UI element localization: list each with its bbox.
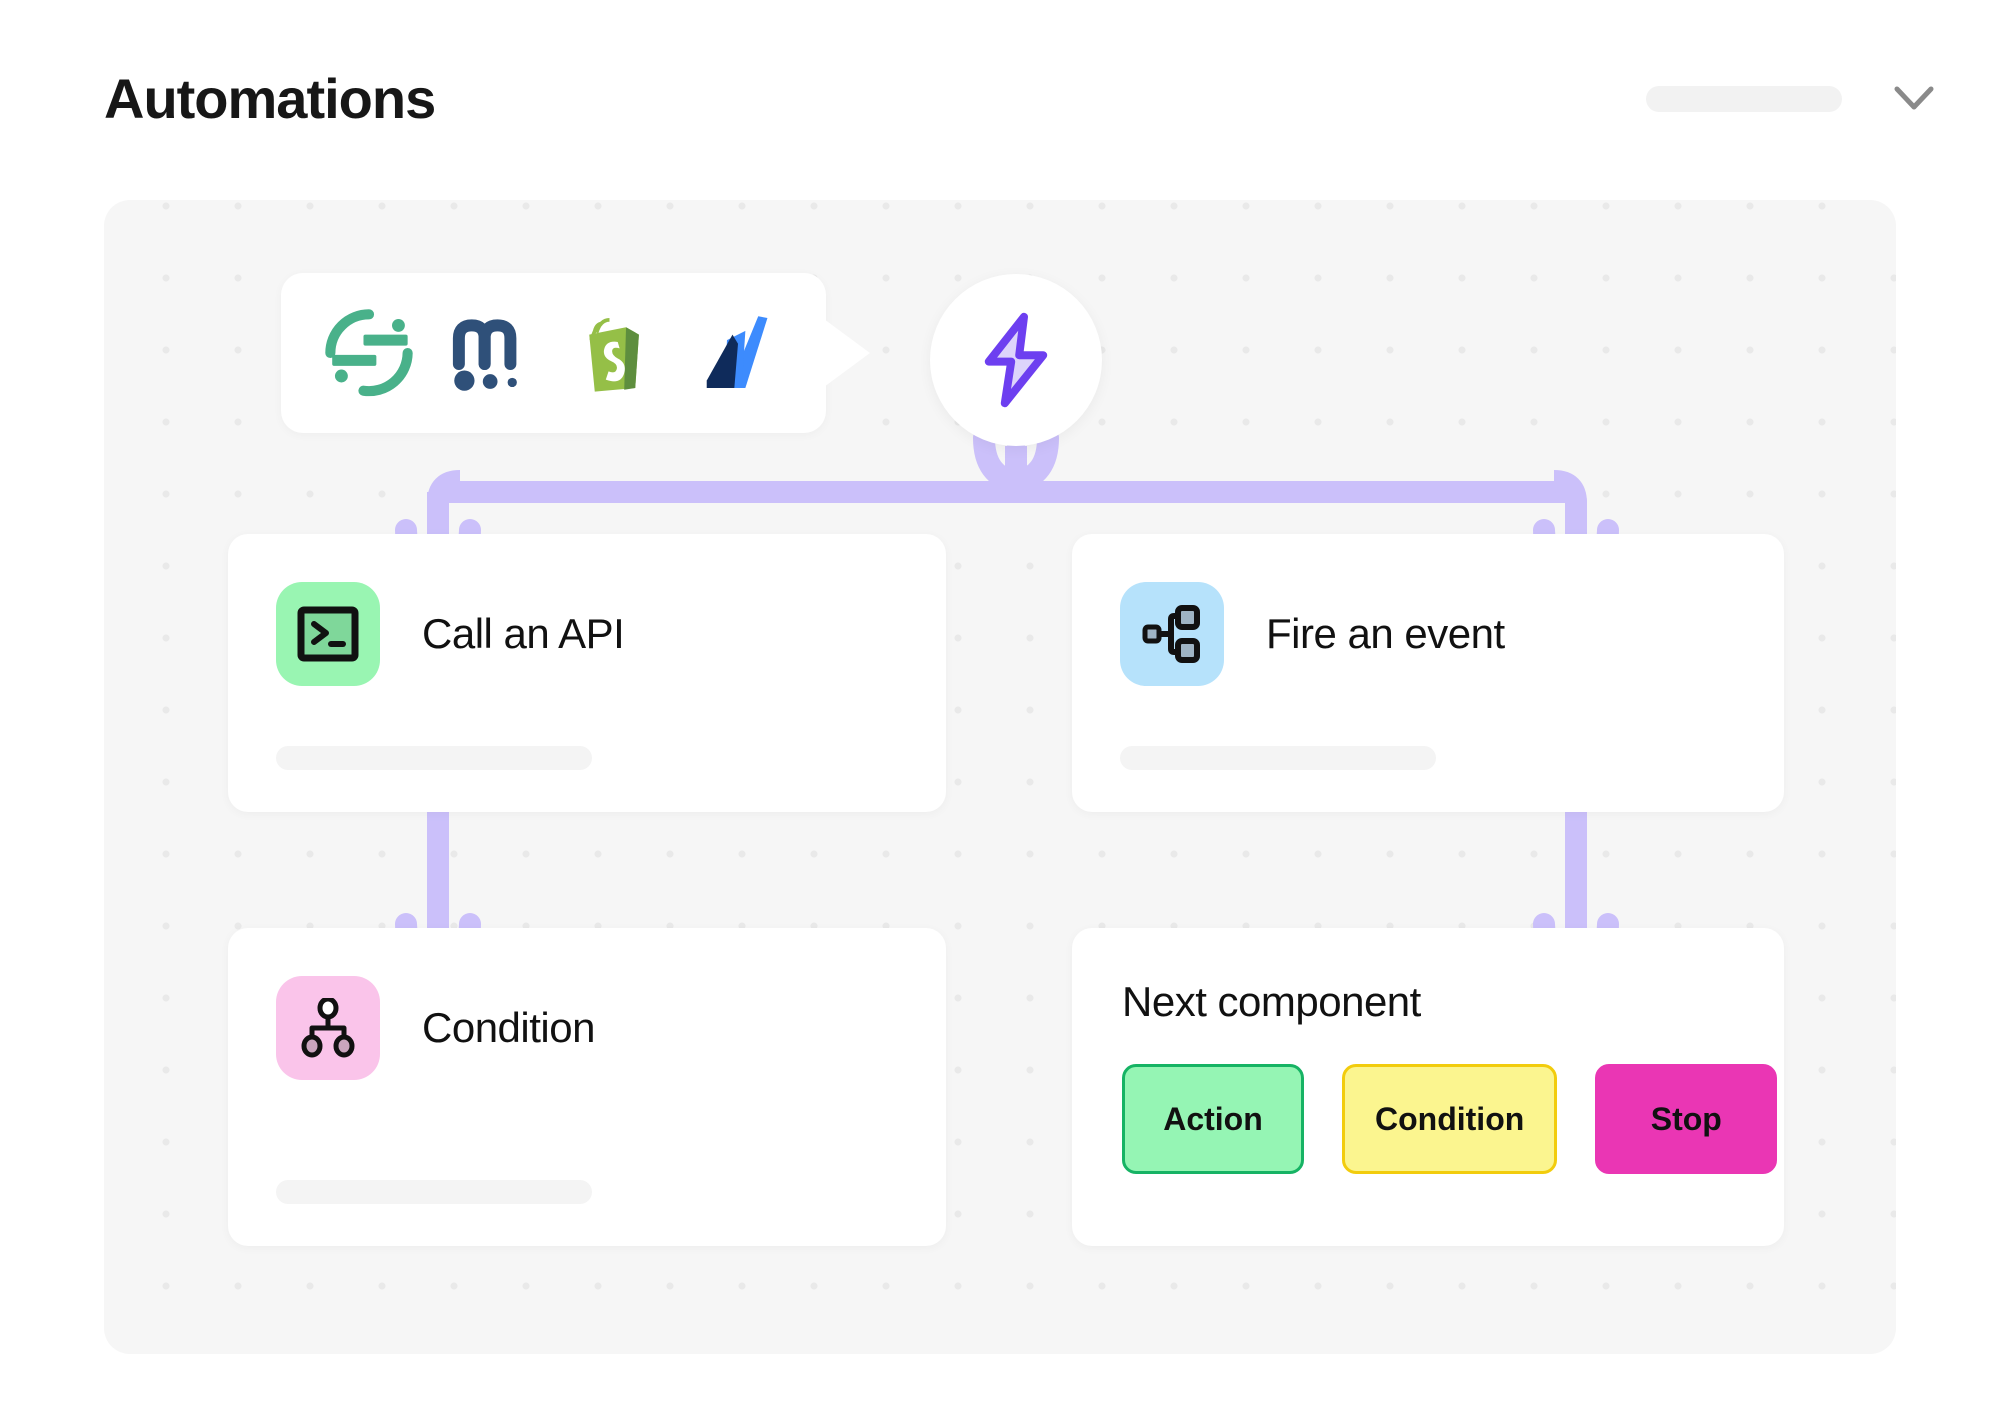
card-fire-an-event[interactable]: Fire an event (1072, 534, 1784, 812)
collapse-toggle[interactable] (1892, 77, 1936, 121)
lightning-bolt-icon (984, 312, 1048, 408)
header-placeholder-pill (1646, 86, 1842, 112)
next-component-options: Action Condition Stop (1072, 1026, 1784, 1174)
mailchimp-logo (452, 319, 517, 391)
card-icon-tile (276, 582, 380, 686)
shopify-logo (589, 318, 640, 392)
sitemap-icon (1142, 605, 1200, 663)
card-condition[interactable]: Condition (228, 928, 946, 1246)
card-label: Call an API (422, 610, 625, 657)
option-stop[interactable]: Stop (1595, 1064, 1778, 1174)
header-actions (1646, 77, 1936, 121)
brevo-logo (324, 309, 413, 397)
card-header: Condition (228, 928, 946, 1080)
flow-canvas[interactable]: Call an API Fire an event (104, 200, 1896, 1354)
trigger-node[interactable] (930, 274, 1102, 446)
card-header: Call an API (228, 534, 946, 686)
card-placeholder-bar (276, 746, 592, 770)
card-placeholder-bar (1120, 746, 1436, 770)
page-title: Automations (104, 67, 436, 130)
integrations-strip[interactable] (281, 273, 826, 433)
arrow-one-logo (707, 316, 768, 388)
card-label: Fire an event (1266, 610, 1505, 657)
chevron-down-icon (1894, 86, 1934, 110)
card-icon-tile (1120, 582, 1224, 686)
card-placeholder-bar (276, 1180, 592, 1204)
card-icon-tile (276, 976, 380, 1080)
option-condition[interactable]: Condition (1342, 1064, 1558, 1174)
terminal-icon (297, 606, 359, 662)
branch-icon (301, 998, 355, 1058)
next-component-title: Next component (1122, 978, 1421, 1025)
card-call-an-api[interactable]: Call an API (228, 534, 946, 812)
page-header: Automations (104, 54, 1936, 144)
card-label: Condition (422, 1004, 595, 1051)
option-action[interactable]: Action (1122, 1064, 1304, 1174)
card-next-component[interactable]: Next component Action Condition Stop (1072, 928, 1784, 1246)
card-header: Fire an event (1072, 534, 1784, 686)
